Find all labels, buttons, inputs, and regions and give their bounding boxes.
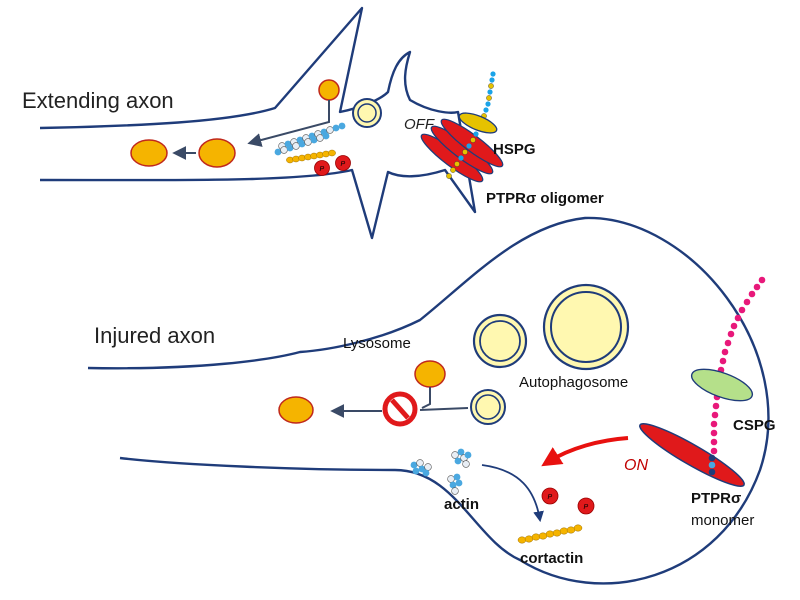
lysosome-label: Lysosome — [343, 335, 411, 352]
off-label: OFF — [404, 116, 435, 133]
extending-axon-title: Extending axon — [22, 88, 174, 113]
cortactin-label: cortactin — [520, 550, 583, 567]
actin-filament — [274, 122, 346, 156]
autophagosome — [470, 389, 506, 425]
ptpr-sigma-monomer — [639, 423, 745, 487]
autophagosome — [352, 98, 382, 128]
injured-axon-title: Injured axon — [94, 323, 215, 348]
actin-monomers — [447, 473, 463, 495]
lysosome — [318, 79, 340, 101]
lysosome — [130, 139, 168, 167]
fusion-arrow — [247, 100, 330, 147]
lysosome — [278, 396, 314, 424]
cspg-core — [690, 368, 754, 402]
phosphate-group: P — [314, 160, 330, 176]
lysosome — [198, 138, 236, 168]
injured-axon-panel: Injured axon Autophagosome Lysosome — [87, 216, 776, 585]
extending-axon-panel: Extending axon — [22, 6, 604, 240]
lysosome — [414, 360, 446, 388]
ptpr-monomer-sublabel: monomer — [691, 512, 754, 529]
on-arrow — [541, 436, 629, 467]
actin-label: actin — [444, 496, 479, 513]
actin-monomers — [451, 448, 472, 468]
autophagosome — [472, 313, 528, 369]
phosphate-group: P — [335, 155, 351, 171]
cortactin-chain — [517, 524, 583, 544]
blocked-icon — [382, 391, 418, 427]
hspg-core — [458, 112, 498, 134]
fusion-line — [421, 387, 431, 409]
ptpr-oligomer-label: PTPRσ oligomer — [486, 190, 604, 207]
binding-site — [708, 454, 716, 476]
autophagosome — [542, 283, 630, 371]
svg-text:P: P — [584, 504, 589, 511]
fusion-line — [419, 407, 469, 411]
actin-monomers — [410, 459, 432, 477]
svg-text:P: P — [341, 161, 346, 168]
growth-cone-membrane — [39, 6, 477, 240]
phosphate-group: P — [577, 497, 595, 515]
cortactin-arrow — [481, 464, 544, 523]
phosphate-group: P — [541, 487, 559, 505]
ptpr-sigma-oligomer — [420, 118, 504, 183]
cspg-label: CSPG — [733, 417, 776, 434]
autophagosome-label: Autophagosome — [519, 374, 628, 391]
hspg-label: HSPG — [493, 141, 536, 158]
cortactin-chain — [286, 149, 336, 164]
svg-text:P: P — [320, 166, 325, 173]
svg-text:P: P — [548, 494, 553, 501]
dystrophic-end-bulb-membrane — [87, 216, 770, 585]
on-label: ON — [624, 457, 648, 474]
ptpr-monomer-label: PTPRσ — [691, 490, 741, 507]
